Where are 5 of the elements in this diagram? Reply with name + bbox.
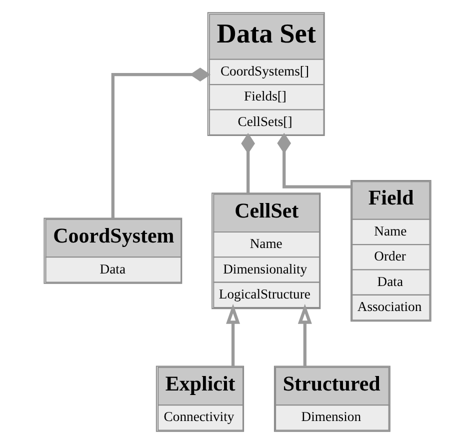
- connector: [110, 68, 210, 218]
- arrow: [226, 304, 240, 366]
- arrow: [297, 304, 312, 366]
- connector: [276, 132, 350, 188]
- connector: [240, 133, 254, 193]
